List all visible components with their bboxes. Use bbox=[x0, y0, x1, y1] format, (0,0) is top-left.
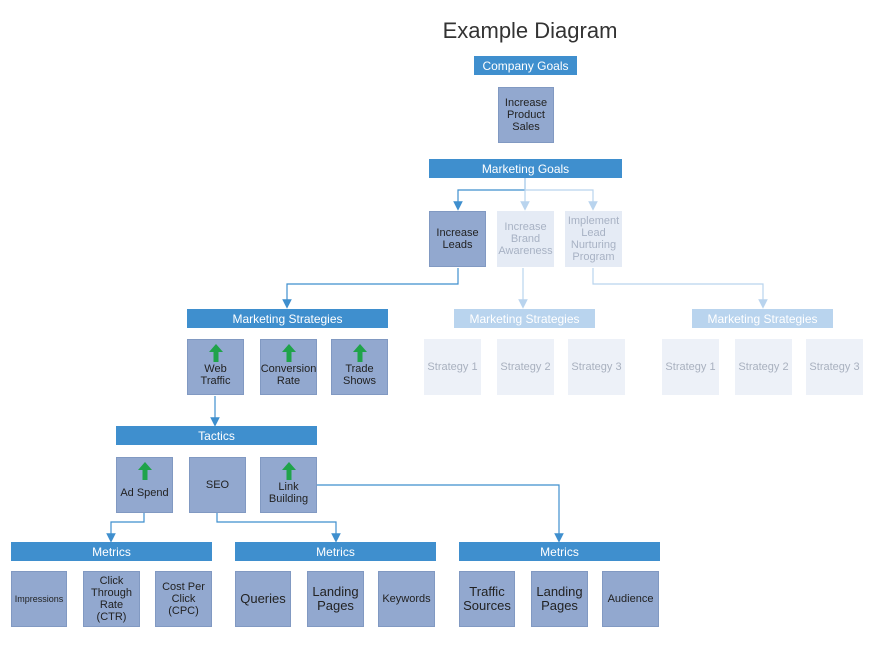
goal-label-leads: Increase Leads bbox=[436, 227, 479, 251]
metric-box-queries: Queries bbox=[235, 571, 291, 627]
diagram-title: Example Diagram bbox=[442, 18, 618, 43]
metric-label: Click Through Rate (CTR) bbox=[91, 575, 132, 623]
ghost-strategy-label: Strategy 2 bbox=[500, 361, 551, 373]
ghost-strategy-label: Strategy 1 bbox=[427, 361, 478, 373]
tactic-label-seo: SEO bbox=[205, 479, 230, 491]
up-arrow-icon bbox=[137, 462, 152, 480]
ghost-strategy-3: Strategy 3 bbox=[568, 339, 625, 395]
metric-label: Traffic Sources bbox=[463, 584, 511, 613]
metrics-header-1: Metrics bbox=[11, 542, 212, 561]
strategy-label-conversion-rate: Conversion Rate bbox=[260, 363, 317, 387]
company-goal-label: Increase Product Sales bbox=[504, 97, 548, 133]
metric-label: Keywords bbox=[382, 593, 431, 605]
strategy-box-conversion-rate: Conversion Rate bbox=[260, 339, 317, 395]
strategy-label-trade-shows: Trade Shows bbox=[342, 363, 377, 387]
metric-label: Landing Pages bbox=[536, 584, 583, 613]
metric-box-landing-pages-2: Landing Pages bbox=[531, 571, 588, 627]
metric-box-traffic-sources: Traffic Sources bbox=[459, 571, 515, 627]
metrics-header-2: Metrics bbox=[235, 542, 436, 561]
connector-seo-metrics bbox=[216, 513, 341, 543]
up-arrow-icon bbox=[281, 344, 296, 362]
connector-adspend-metrics bbox=[106, 513, 145, 543]
metric-box-impressions: Impressions bbox=[11, 571, 67, 627]
metric-box-audience: Audience bbox=[602, 571, 659, 627]
metric-label: Landing Pages bbox=[312, 584, 359, 613]
up-arrow-icon bbox=[352, 344, 367, 362]
ghost-strategy-label: Strategy 3 bbox=[809, 361, 860, 373]
goal-box-nurture: Implement Lead Nurturing Program bbox=[565, 211, 622, 267]
ghost-strategy-2: Strategy 2 bbox=[497, 339, 554, 395]
tactic-box-link-building: Link Building bbox=[260, 457, 317, 513]
metric-label: Impressions bbox=[14, 594, 64, 604]
up-arrow-icon bbox=[208, 344, 223, 362]
metric-box-landing-pages: Landing Pages bbox=[307, 571, 364, 627]
metric-label: Queries bbox=[240, 591, 286, 606]
tactic-label-link-building: Link Building bbox=[268, 481, 309, 505]
goal-label-brand: Increase Brand Awareness bbox=[498, 221, 553, 257]
ghost-strategy-6: Strategy 3 bbox=[806, 339, 863, 395]
metric-label: Audience bbox=[607, 593, 654, 605]
metric-box-ctr: Click Through Rate (CTR) bbox=[83, 571, 140, 627]
tactic-box-ad-spend: Ad Spend bbox=[116, 457, 173, 513]
ghost-strategy-label: Strategy 3 bbox=[571, 361, 622, 373]
ghost-strategy-5: Strategy 2 bbox=[735, 339, 792, 395]
metric-label: Cost Per Click (CPC) bbox=[162, 581, 205, 617]
ghost-strategy-1: Strategy 1 bbox=[424, 339, 481, 395]
strategies-header-nurture: Marketing Strategies bbox=[692, 309, 833, 328]
ghost-strategy-4: Strategy 1 bbox=[662, 339, 719, 395]
tactic-label-ad-spend: Ad Spend bbox=[120, 487, 169, 499]
goal-label-nurture: Implement Lead Nurturing Program bbox=[567, 215, 620, 263]
strategy-box-web-traffic: Web Traffic bbox=[187, 339, 244, 395]
company-goal-box: Increase Product Sales bbox=[498, 87, 554, 143]
marketing-goals-header: Marketing Goals bbox=[429, 159, 622, 178]
ghost-strategy-label: Strategy 2 bbox=[738, 361, 789, 373]
strategy-box-trade-shows: Trade Shows bbox=[331, 339, 388, 395]
metric-box-keywords: Keywords bbox=[378, 571, 435, 627]
connector-nurture bbox=[525, 189, 598, 211]
metrics-header-3: Metrics bbox=[459, 542, 660, 561]
metric-box-cpc: Cost Per Click (CPC) bbox=[155, 571, 212, 627]
strategies-header-brand: Marketing Strategies bbox=[454, 309, 595, 328]
up-arrow-icon bbox=[281, 462, 296, 480]
company-goals-header: Company Goals bbox=[474, 56, 577, 75]
tactic-box-seo: SEO bbox=[189, 457, 246, 513]
connector-linkbuilding-metrics bbox=[317, 484, 564, 543]
goal-box-brand: Increase Brand Awareness bbox=[497, 211, 554, 267]
tactics-header: Tactics bbox=[116, 426, 317, 445]
connector-leads bbox=[453, 178, 526, 211]
goal-box-leads: Increase Leads bbox=[429, 211, 486, 267]
ghost-strategy-label: Strategy 1 bbox=[665, 361, 716, 373]
connector-leads-strategies bbox=[282, 268, 459, 309]
strategy-label-web-traffic: Web Traffic bbox=[200, 363, 231, 387]
connector-nurture-strategies bbox=[592, 268, 768, 309]
strategies-header-active: Marketing Strategies bbox=[187, 309, 388, 328]
